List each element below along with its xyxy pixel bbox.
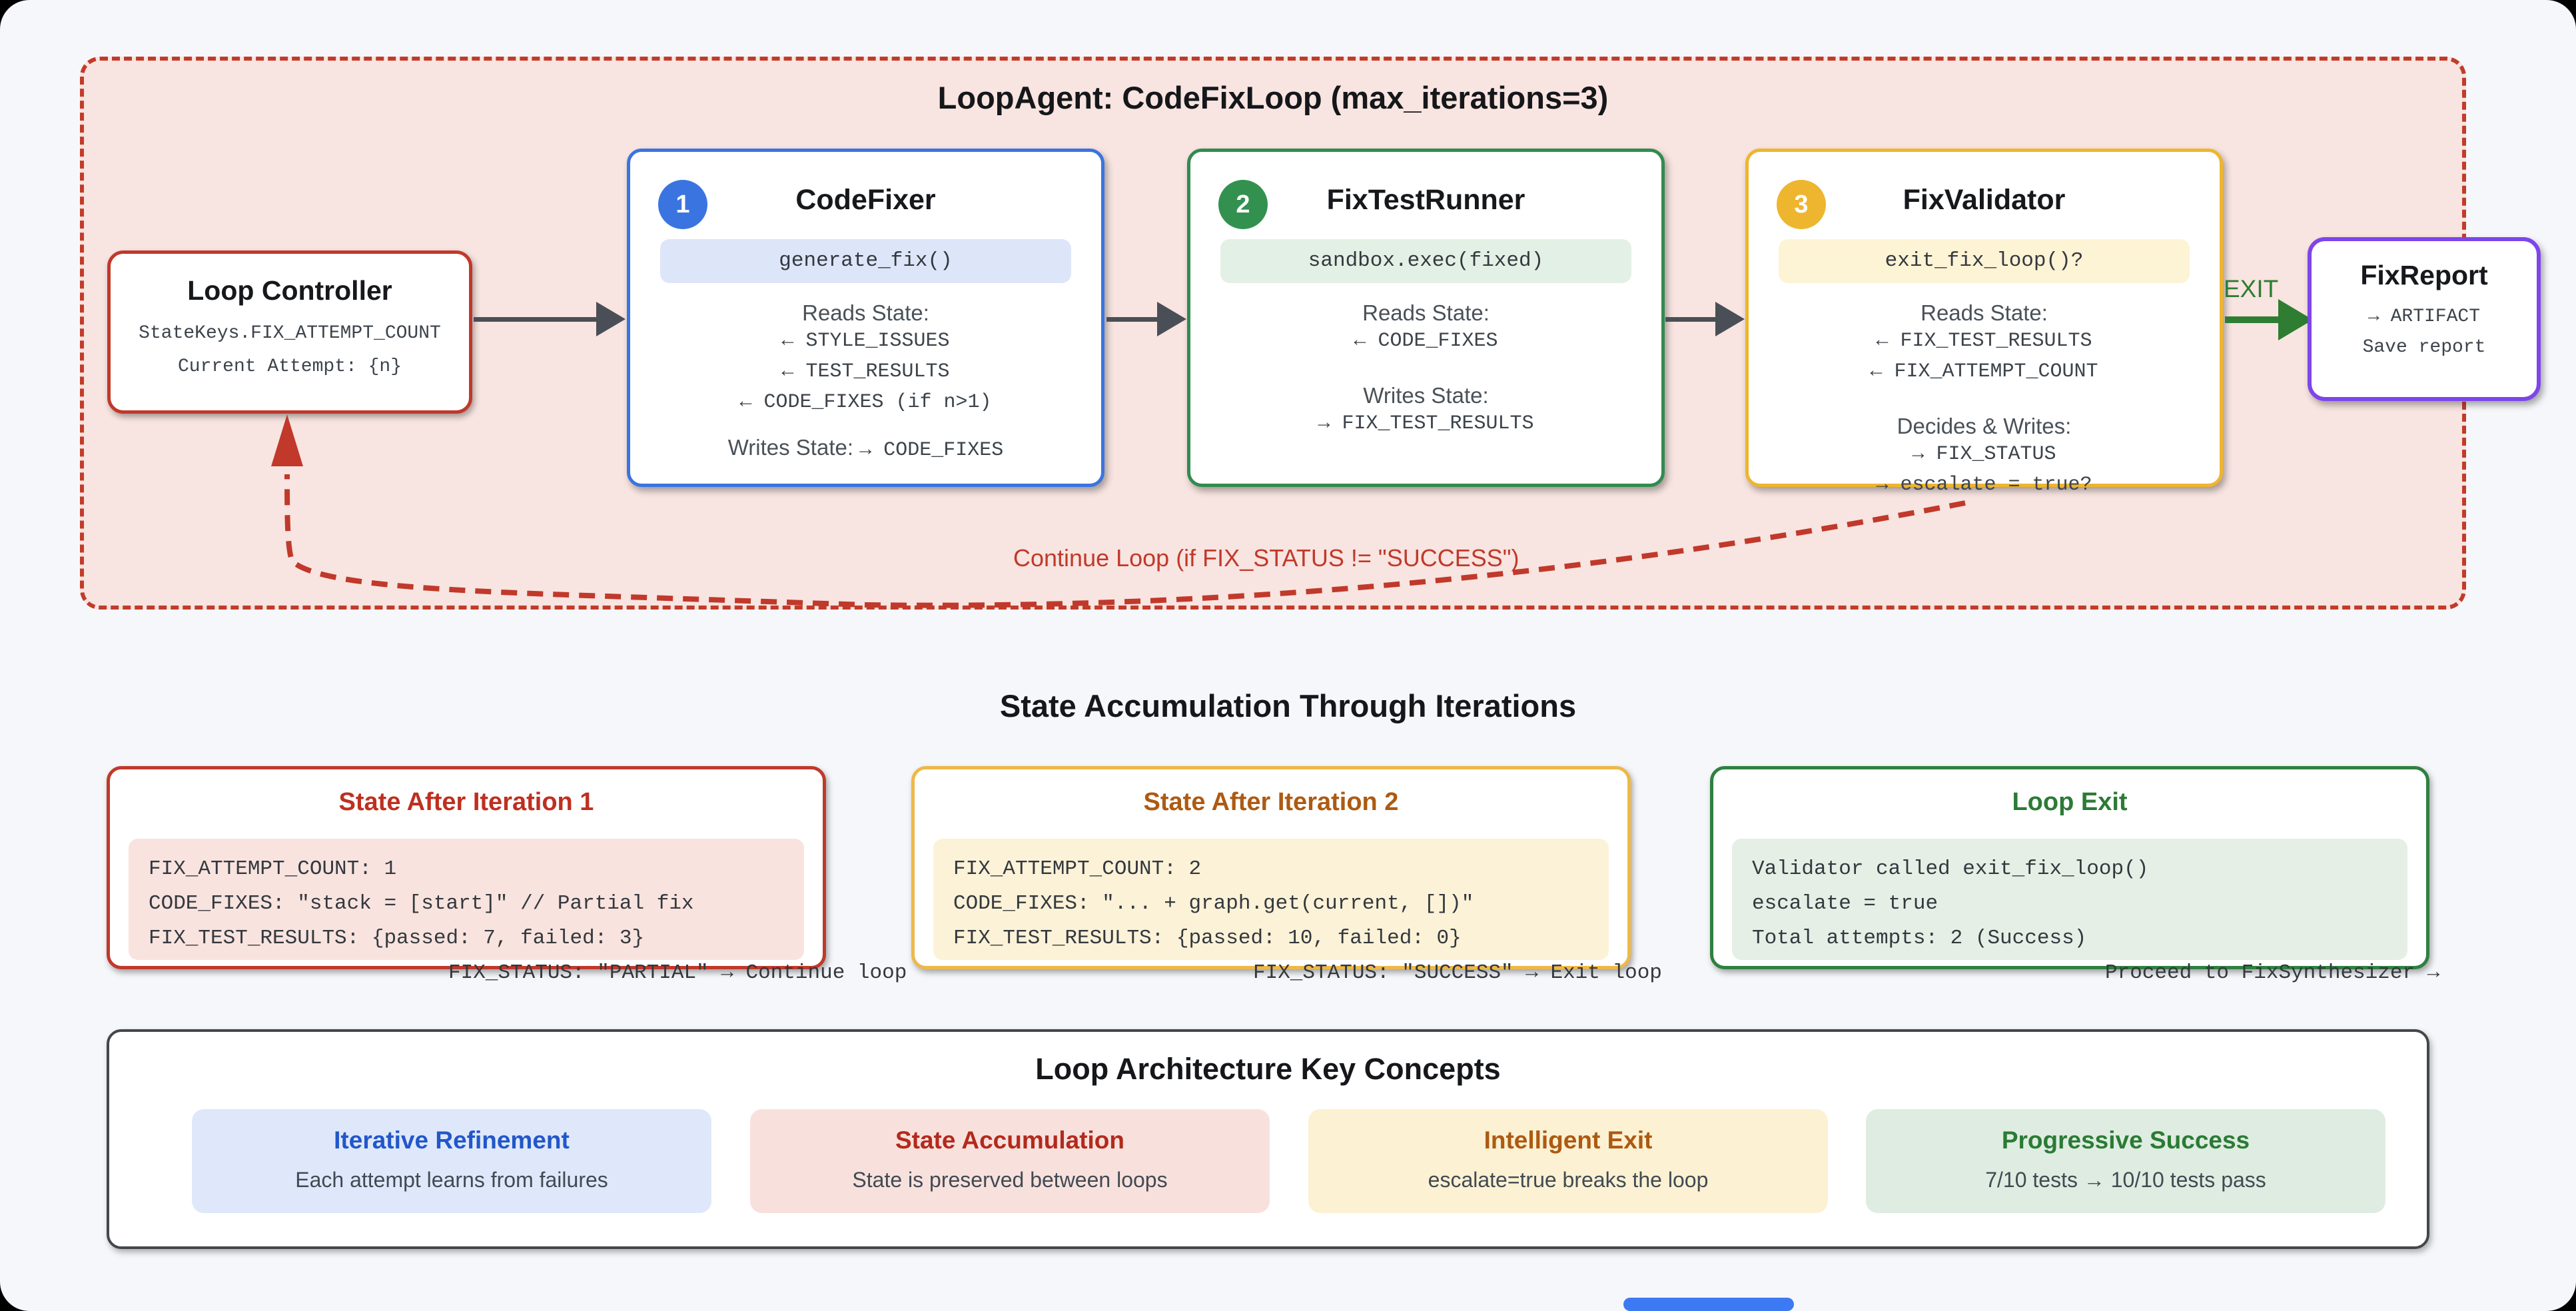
fixreport-artifact-line: → ARTIFACT	[2367, 306, 2481, 327]
code-line: FIX_ATTEMPT_COUNT: 1	[149, 857, 397, 881]
reads-state-label: Reads State:	[1362, 300, 1490, 325]
arrow-line	[1106, 317, 1158, 322]
writes-state-label: Writes State:	[727, 435, 854, 460]
key-concepts-title: Loop Architecture Key Concepts	[1035, 1052, 1501, 1086]
loop-controller-title: Loop Controller	[187, 275, 392, 306]
codefixer-method-pill: generate_fix()	[660, 239, 1071, 283]
code-line: CODE_FIXES: "... + graph.get(current, []…	[953, 892, 1474, 915]
step-3-badge: 3	[1777, 180, 1826, 229]
arrow-head-icon	[1157, 302, 1186, 336]
state-card-loop-exit: Loop Exit Validator called exit_fix_loop…	[1710, 766, 2439, 985]
state-card-2-title: State After Iteration 2	[1143, 788, 1399, 816]
fixreport-save-line: Save report	[2362, 337, 2486, 358]
codefixer-title: CodeFixer	[795, 184, 936, 216]
proceed-overflow-line: Proceed to FixSynthesizer →	[2105, 961, 2440, 985]
code-line: escalate = true	[1752, 892, 1938, 915]
fixreport-node: FixReport → ARTIFACT Save report	[2308, 237, 2541, 401]
code-line: FIX_TEST_RESULTS: {passed: 10, failed: 0…	[953, 927, 1462, 950]
state-section-title: State Accumulation Through Iterations	[999, 688, 1577, 723]
agent-card-codefixer: 1 CodeFixer generate_fix() Reads State: …	[627, 149, 1104, 487]
reads-item: ← CODE_FIXES	[1354, 330, 1498, 352]
state-card-1-title: State After Iteration 1	[338, 788, 594, 816]
agent-card-fixvalidator: 3 FixValidator exit_fix_loop()? Reads St…	[1745, 149, 2223, 496]
loop-controller-state-key: StateKeys.FIX_ATTEMPT_COUNT	[139, 323, 441, 344]
writes-state-line: Writes State: → CODE_FIXES	[630, 435, 1101, 462]
concept-title: State Accumulation	[895, 1126, 1125, 1154]
fixreport-title: FixReport	[2360, 260, 2488, 290]
reads-state-label: Reads State:	[1921, 300, 2048, 325]
continue-loop-label: Continue Loop (if FIX_STATUS != "SUCCESS…	[1013, 544, 1519, 572]
arrow-head-icon	[596, 302, 626, 336]
loop-controller-node: Loop Controller StateKeys.FIX_ATTEMPT_CO…	[107, 250, 472, 414]
concept-card-iterative-refinement: Iterative Refinement Each attempt learns…	[192, 1109, 711, 1213]
writes-state-label: Writes State:	[1363, 383, 1489, 408]
reads-item: ← FIX_TEST_RESULTS	[1876, 330, 2092, 352]
concept-subtitle: Each attempt learns from failures	[295, 1168, 608, 1192]
writes-item: → FIX_TEST_RESULTS	[1318, 412, 1534, 435]
reads-item: ← FIX_ATTEMPT_COUNT	[1870, 360, 2098, 383]
concept-subtitle: escalate=true breaks the loop	[1428, 1168, 1709, 1192]
fixtestrunner-method-pill: sandbox.exec(fixed)	[1220, 239, 1631, 283]
reads-item: ← TEST_RESULTS	[781, 360, 950, 383]
state-card-2-code: FIX_ATTEMPT_COUNT: 2 CODE_FIXES: "... + …	[933, 839, 1662, 985]
key-concepts-panel: Loop Architecture Key Concepts Iterative…	[107, 1029, 2429, 1249]
exit-label: EXIT	[2224, 275, 2279, 302]
arrow-head-icon	[2278, 299, 2313, 340]
concept-subtitle: State is preserved between loops	[852, 1168, 1168, 1192]
loop-exit-title: Loop Exit	[2012, 788, 2128, 816]
loop-exit-code: Validator called exit_fix_loop() escalat…	[1732, 839, 2439, 985]
arrow-head-icon	[1715, 302, 1745, 336]
concept-title: Intelligent Exit	[1484, 1126, 1653, 1154]
concept-title: Progressive Success	[2001, 1126, 2250, 1154]
fix-status-overflow-line: FIX_STATUS: "SUCCESS" → Exit loop	[1253, 961, 1662, 985]
code-line: FIX_TEST_RESULTS: {passed: 7, failed: 3}	[149, 927, 645, 950]
state-card-iteration-1: State After Iteration 1 FIX_ATTEMPT_COUN…	[107, 766, 907, 985]
decides-writes-label: Decides & Writes:	[1897, 414, 2072, 438]
arrow-line	[2225, 316, 2280, 323]
fix-status-overflow-line: FIX_STATUS: "PARTIAL" → Continue loop	[448, 961, 907, 985]
step-2-badge: 2	[1218, 180, 1268, 229]
writes-item: → FIX_STATUS	[1912, 443, 2056, 466]
concept-subtitle: 7/10 tests → 10/10 tests pass	[1985, 1168, 2266, 1192]
reads-item: ← CODE_FIXES (if n>1)	[739, 391, 992, 414]
concept-card-intelligent-exit: Intelligent Exit escalate=true breaks th…	[1308, 1109, 1828, 1213]
reads-state-label: Reads State:	[802, 300, 929, 325]
code-line: FIX_ATTEMPT_COUNT: 2	[953, 857, 1202, 881]
state-card-iteration-2: State After Iteration 2 FIX_ATTEMPT_COUN…	[911, 766, 1662, 985]
agent-card-fixtestrunner: 2 FixTestRunner sandbox.exec(fixed) Read…	[1187, 149, 1665, 487]
arrow-line	[474, 317, 598, 322]
concept-title: Iterative Refinement	[334, 1126, 570, 1154]
arrow-line	[1665, 317, 1717, 322]
step-1-badge: 1	[658, 180, 707, 229]
concept-card-state-accumulation: State Accumulation State is preserved be…	[750, 1109, 1270, 1213]
reads-item: ← STYLE_ISSUES	[781, 330, 950, 352]
loop-agent-container: LoopAgent: CodeFixLoop (max_iterations=3…	[80, 57, 2466, 610]
fixvalidator-method-pill: exit_fix_loop()?	[1779, 239, 2190, 283]
code-line: Total attempts: 2 (Success)	[1752, 927, 2087, 950]
code-line: Validator called exit_fix_loop()	[1752, 857, 2149, 881]
state-card-1-code: FIX_ATTEMPT_COUNT: 1 CODE_FIXES: "stack …	[129, 839, 907, 985]
concept-card-progressive-success: Progressive Success 7/10 tests → 10/10 t…	[1866, 1109, 2385, 1213]
loop-controller-attempt: Current Attempt: {n}	[177, 356, 402, 377]
fixvalidator-title: FixValidator	[1903, 184, 2066, 216]
fixtestrunner-title: FixTestRunner	[1326, 184, 1525, 216]
writes-item: → CODE_FIXES	[859, 439, 1004, 462]
bottom-accent-bar	[1623, 1298, 1794, 1311]
code-line: CODE_FIXES: "stack = [start]" // Partial…	[149, 892, 694, 915]
writes-item-escalate: → escalate = true?	[1876, 474, 2092, 496]
loop-title: LoopAgent: CodeFixLoop (max_iterations=3…	[937, 80, 1609, 115]
